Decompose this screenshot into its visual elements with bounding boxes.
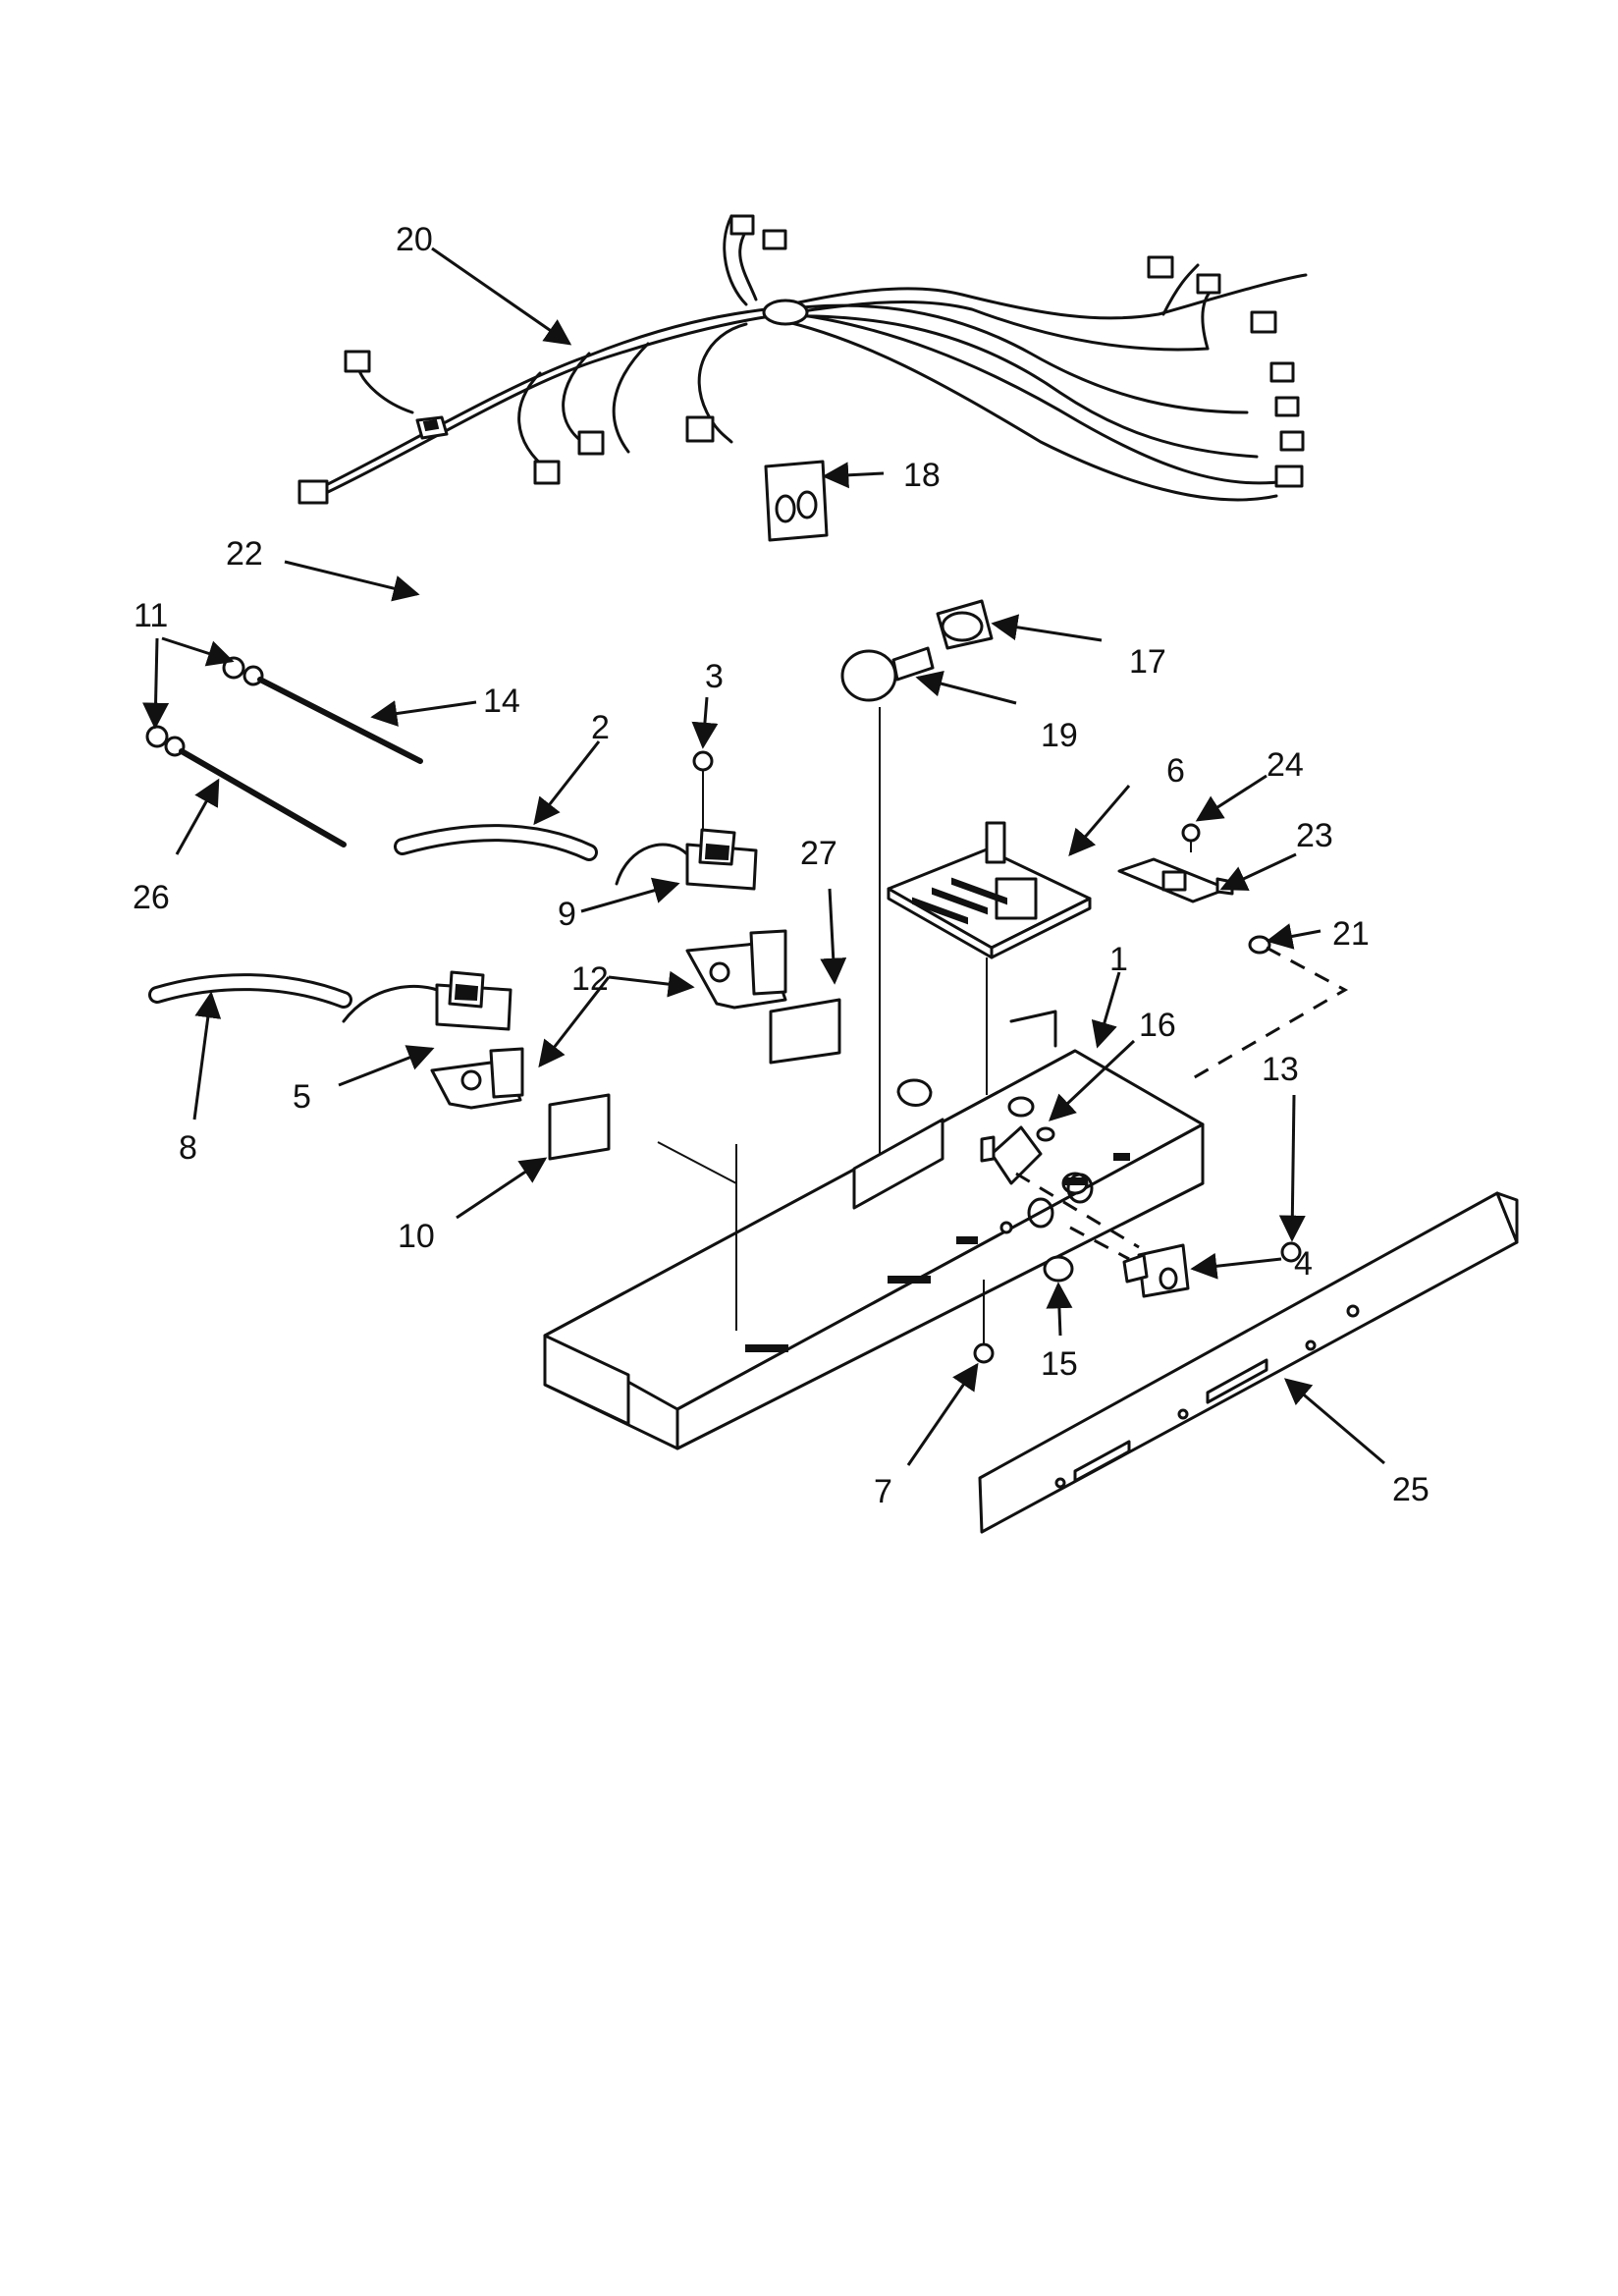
callout-19: 19 [1041, 717, 1078, 754]
thermistor-23-part [1117, 857, 1234, 903]
callout-24: 24 [1267, 746, 1304, 784]
callout-8: 8 [179, 1129, 197, 1167]
callout-21: 21 [1332, 915, 1370, 953]
screw-13-part [1280, 1241, 1302, 1263]
control-board-part [887, 821, 1092, 1095]
callout-20: 20 [396, 221, 433, 258]
callout-17: 17 [1129, 643, 1166, 681]
callout-22: 22 [226, 535, 263, 573]
callout-26: 26 [133, 879, 170, 916]
callout-27: 27 [800, 835, 837, 872]
rod-part [179, 677, 423, 847]
alignment-line [1192, 946, 1349, 1080]
lamp-socket-part [936, 599, 994, 650]
screw-7-part [973, 1280, 995, 1364]
light-bulb-part [840, 646, 935, 1164]
callout-5: 5 [293, 1078, 311, 1116]
wiring-harness-part [297, 214, 1308, 505]
leader-lines [142, 246, 1385, 1466]
callout-15: 15 [1041, 1345, 1078, 1383]
switch-5-part [342, 970, 512, 1031]
callout-16: 16 [1139, 1007, 1176, 1044]
alignment-line [1069, 1226, 1130, 1261]
callout-18: 18 [903, 457, 941, 494]
switch-4-part [1122, 1243, 1190, 1298]
callout-23: 23 [1296, 817, 1333, 854]
label-part [548, 998, 841, 1161]
callout-4: 4 [1294, 1245, 1313, 1283]
callout-7: 7 [874, 1473, 892, 1510]
callout-labels: 20 18 22 11 14 3 2 26 9 17 19 6 24 23 21… [133, 221, 1429, 1510]
callout-25: 25 [1392, 1471, 1429, 1508]
callout-1: 1 [1109, 941, 1128, 978]
callout-13: 13 [1262, 1051, 1299, 1088]
callout-12: 12 [571, 960, 609, 998]
front-panel-part [978, 1191, 1519, 1534]
callout-6: 6 [1166, 752, 1185, 790]
control-housing-part [543, 1010, 1205, 1450]
callout-14: 14 [483, 683, 520, 720]
screw-24-part [1181, 823, 1201, 852]
callout-2: 2 [591, 709, 610, 746]
screw-16-part [980, 1135, 996, 1163]
knob-15-part [1043, 1255, 1074, 1283]
callout-9: 9 [558, 896, 576, 933]
tube-part [148, 824, 598, 1009]
switch-9-part [615, 828, 758, 891]
alignment-line [1015, 1172, 1140, 1249]
clip-21-part [1248, 935, 1271, 955]
bracket-12-part [430, 929, 787, 1110]
grommet-plate-part [764, 460, 829, 542]
clip-part [415, 415, 449, 440]
callout-10: 10 [398, 1218, 435, 1255]
screw-part [145, 656, 264, 757]
callout-11: 11 [134, 597, 168, 634]
callout-3: 3 [705, 658, 724, 695]
